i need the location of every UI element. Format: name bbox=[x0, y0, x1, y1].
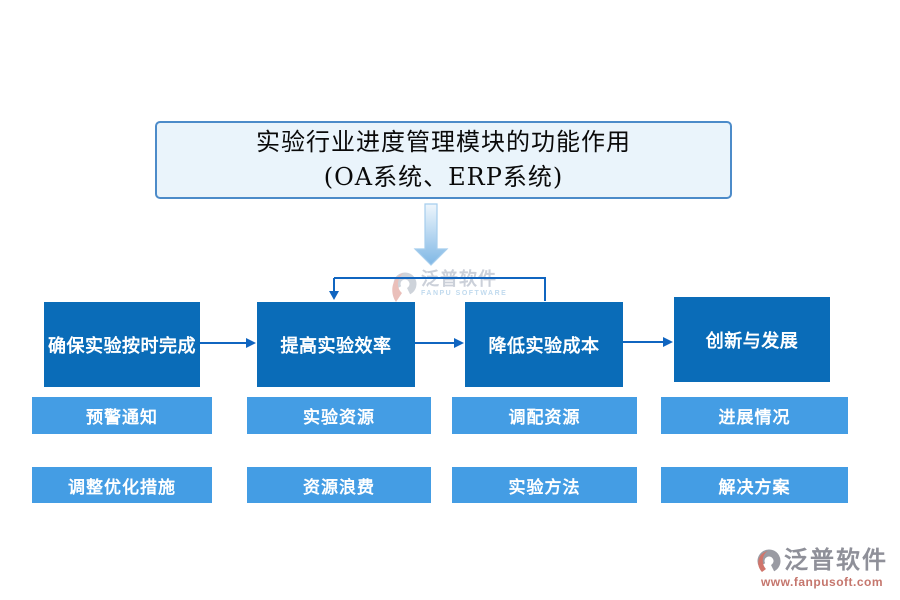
sub-node-label: 调配资源 bbox=[508, 408, 581, 427]
flow-node-label: 提高实验效率 bbox=[280, 335, 392, 356]
arrowhead-box1-box2 bbox=[246, 338, 256, 348]
footer-url-text: www.fanpusoft.com bbox=[760, 575, 884, 589]
flow-node-label: 确保实验按时完成 bbox=[48, 335, 196, 356]
diagram-title-box: 实验行业进度管理模块的功能作用 (OA系统、ERP系统) bbox=[155, 121, 732, 199]
watermark-brand-text: 泛普软件 bbox=[421, 269, 497, 289]
sub-node-experiment-method: 实验方法 bbox=[452, 467, 637, 503]
sub-node-label: 预警通知 bbox=[86, 408, 158, 427]
watermark: 泛普软件 FANPU SOFTWARE bbox=[392, 268, 507, 304]
sub-node-progress-status: 进展情况 bbox=[661, 397, 848, 434]
footer-brand-text: 泛普软件 bbox=[784, 547, 888, 574]
footer-logo-icon bbox=[757, 549, 781, 573]
sub-node-resource-waste: 资源浪费 bbox=[247, 467, 431, 503]
sub-node-adjust-optimize: 调整优化措施 bbox=[32, 467, 212, 503]
sub-node-label: 资源浪费 bbox=[303, 477, 375, 497]
sub-node-label: 实验资源 bbox=[303, 408, 375, 427]
footer-logo: 泛普软件 www.fanpusoft.com bbox=[748, 548, 896, 589]
flow-node-reduce-cost: 降低实验成本 bbox=[465, 302, 623, 387]
flow-node-innovation: 创新与发展 bbox=[674, 297, 830, 382]
arrowhead-box3-box4 bbox=[663, 337, 673, 347]
flow-node-label: 创新与发展 bbox=[705, 330, 799, 351]
watermark-logo-icon bbox=[392, 272, 417, 302]
diagram-title-line1: 实验行业进度管理模块的功能作用 bbox=[256, 128, 631, 156]
sub-node-label: 解决方案 bbox=[718, 477, 791, 497]
sub-node-allocate-resources: 调配资源 bbox=[452, 397, 637, 434]
sub-node-label: 进展情况 bbox=[718, 408, 791, 427]
watermark-sub-text: FANPU SOFTWARE bbox=[421, 290, 508, 297]
sub-node-label: 调整优化措施 bbox=[68, 477, 176, 497]
bracket-left-arrowhead bbox=[329, 291, 339, 300]
diagram-title-line2: (OA系统、ERP系统) bbox=[323, 163, 564, 191]
sub-node-warning-notice: 预警通知 bbox=[32, 397, 212, 434]
flow-node-label: 降低实验成本 bbox=[488, 335, 600, 356]
sub-node-label: 实验方法 bbox=[508, 477, 581, 497]
title-down-arrow bbox=[413, 203, 449, 266]
flow-node-improve-efficiency: 提高实验效率 bbox=[257, 302, 415, 387]
sub-node-solution: 解决方案 bbox=[661, 467, 848, 503]
sub-node-experiment-resources: 实验资源 bbox=[247, 397, 431, 434]
flow-node-ensure-completion: 确保实验按时完成 bbox=[44, 302, 200, 387]
arrowhead-box2-box3 bbox=[454, 338, 464, 348]
